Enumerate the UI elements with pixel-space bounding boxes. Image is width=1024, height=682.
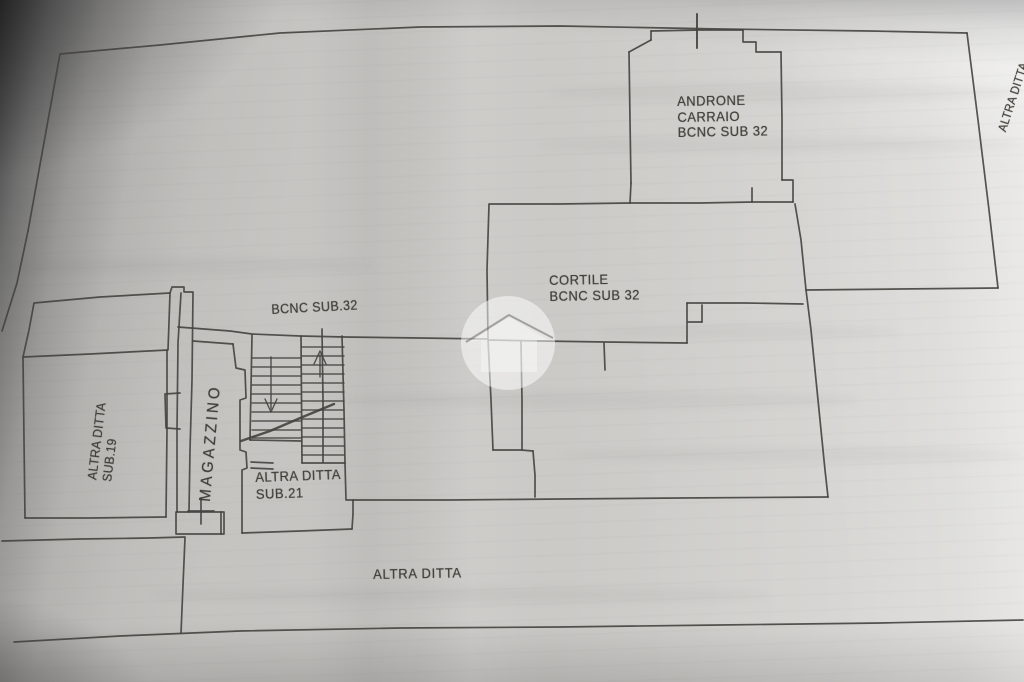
- plan-line-frame-bottom: [13, 619, 1024, 643]
- plan-line-magazzino-right-wall: [232, 343, 248, 534]
- plan-line-sub19-right-wall: [165, 349, 168, 518]
- plan-line-stairs-left-wall: [249, 334, 253, 441]
- plan-line-arrow-up-head: [313, 350, 327, 365]
- plan-line-stairs-center-rail: [321, 328, 324, 463]
- plan-line-band-connector: [169, 286, 193, 294]
- plan-line-stairs-landing-b: [250, 467, 274, 470]
- plan-line-neck-bottom: [492, 449, 534, 452]
- plan-line-androne-bottom-close: [629, 182, 632, 204]
- plan-line-cortile-right-wall: [794, 203, 829, 498]
- plan-line-sub21-bottom-wall: [241, 528, 353, 534]
- plan-line-sub19-bottom-wall: [24, 516, 167, 519]
- plan-line-right-region-bottom: [805, 287, 999, 291]
- room-label-altra-ditta-bottom: ALTRA DITTA: [372, 564, 462, 582]
- plan-line-neck-drop: [532, 450, 536, 498]
- room-label-text: BCNC SUB 32: [549, 285, 641, 304]
- plan-line-stairs-mid-wall: [300, 335, 303, 464]
- plan-line-stairs-right-wall: [341, 335, 347, 501]
- plan-line-androne-topright-steps: [742, 29, 782, 53]
- plan-line-wall-mid-vertical: [176, 292, 182, 513]
- plan-line-androne-chamfer: [628, 39, 652, 53]
- plan-line-cortile-upper-wall: [686, 302, 804, 305]
- plan-line-magazzino-left-wall: [188, 291, 194, 513]
- plan-line-sub21-step: [351, 499, 354, 530]
- room-label-text: BCNC SUB 32: [677, 122, 769, 140]
- plan-line-left-bottom-drop: [180, 537, 186, 634]
- room-label-text: ALTRA DITTA: [372, 564, 462, 582]
- plan-line-frame-top: [27, 25, 968, 232]
- room-label-text: ANDRONE: [676, 91, 746, 109]
- room-label-text: ALTRA DITTA: [255, 466, 342, 485]
- plan-line-androne-top-wall: [650, 29, 744, 32]
- plan-line-cortile-door-stub: [603, 342, 606, 371]
- room-label-text: SUB.21: [255, 483, 304, 502]
- plan-line-androne-right-step: [781, 179, 794, 203]
- plan-line-stairs-bottom-left: [249, 439, 302, 442]
- plan-line-band-outline: [22, 292, 171, 358]
- plan-line-left-bottom-wall: [1, 536, 186, 542]
- plan-line-corridor-wall: [177, 326, 488, 340]
- plan-line-wall-niche: [164, 392, 181, 430]
- watermark-roof-icon: [465, 314, 554, 343]
- watermark-house-icon: [470, 317, 548, 372]
- plan-line-stairs-landing-a: [250, 461, 274, 464]
- plan-line-cortile-top-wall: [489, 201, 794, 205]
- plan-line-frame-left: [1, 230, 29, 332]
- plan-line-door-box: [175, 511, 225, 535]
- plan-line-androne-left-wall: [628, 51, 632, 184]
- plan-line-magazzino-top-wall: [192, 340, 234, 345]
- watermark-circle: [461, 296, 555, 390]
- plan-line-sub19-left-wall: [22, 356, 26, 519]
- plan-line-lower-long-wall: [346, 496, 829, 501]
- plan-line-androne-right-wall: [780, 51, 783, 181]
- plan-line-frame-right: [966, 32, 999, 289]
